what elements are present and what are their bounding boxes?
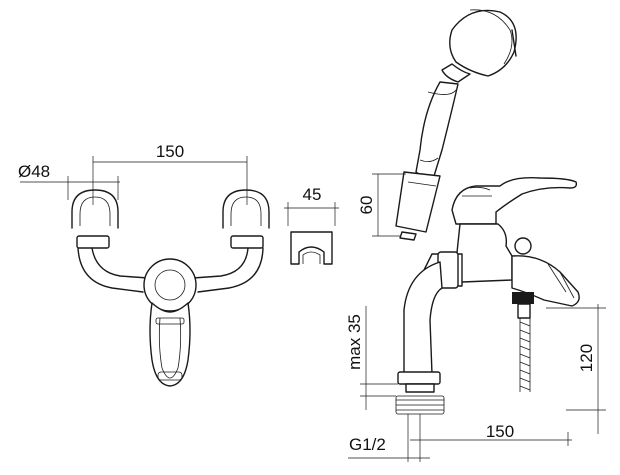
holder-width-label: 45 (303, 185, 322, 204)
lever-handle (149, 302, 191, 387)
thread-connector (395, 395, 445, 415)
left-wall-connector (71, 189, 119, 249)
max-depth-label: max 35 (345, 314, 364, 370)
inlet-riser (403, 261, 443, 375)
shower-hose (512, 292, 534, 392)
top-lever (451, 176, 578, 225)
mixer-body-side (455, 223, 513, 283)
diverter-knob (514, 237, 532, 255)
front-view: 150 Ø48 (18, 142, 270, 387)
side-width-dimension: 150 (410, 422, 572, 446)
diameter-label: Ø48 (18, 162, 50, 181)
mixer-body (77, 247, 264, 293)
side-view: 60 (345, 9, 606, 462)
shower-height-dimension: 60 (357, 173, 406, 237)
hand-shower (395, 9, 517, 241)
thread-dimension: G1/2 (348, 414, 430, 462)
holder-width-dimension: 45 (284, 185, 339, 226)
diameter-dimension: Ø48 (18, 162, 120, 200)
height-label: 120 (577, 344, 596, 372)
side-width-label: 150 (486, 422, 514, 441)
thread-label: G1/2 (349, 435, 386, 454)
shower-holder-view: 45 (284, 185, 339, 265)
front-width-dimension: 150 (92, 142, 248, 205)
shower-height-label: 60 (357, 196, 376, 215)
front-width-label: 150 (156, 142, 184, 161)
max-depth-dimension: max 35 (345, 306, 398, 410)
right-wall-connector (222, 189, 270, 249)
mixer-knob (143, 258, 197, 312)
shower-holder (290, 231, 333, 265)
height-dimension: 120 (546, 304, 606, 434)
